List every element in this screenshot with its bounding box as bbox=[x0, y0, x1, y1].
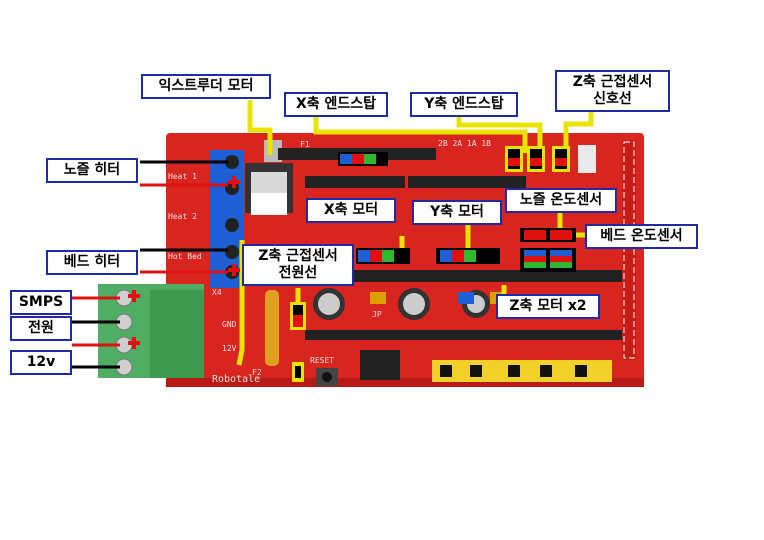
label-extruder-motor: 익스트루더 모터 bbox=[141, 74, 271, 99]
label-bed-heater: 베드 히터 bbox=[46, 250, 138, 275]
heater-terminal-block bbox=[210, 150, 244, 288]
silk-brand: Robotale bbox=[212, 374, 261, 385]
heater-wires bbox=[140, 160, 228, 274]
silk-f2: F2 bbox=[252, 368, 262, 377]
x-motor-connector bbox=[356, 248, 410, 264]
y-endstop-connector bbox=[505, 146, 545, 172]
label-x-motor: X축 모터 bbox=[306, 198, 396, 223]
label-x-endstop: X축 엔드스탑 bbox=[284, 92, 388, 117]
label-smps: SMPS bbox=[10, 290, 72, 315]
silk-12v: 12V bbox=[222, 344, 237, 353]
label-bed-temp-sensor: 베드 온도센서 bbox=[585, 224, 698, 249]
right-edge-header bbox=[622, 140, 636, 360]
z-motor-connectors bbox=[520, 248, 576, 272]
label-y-motor: Y축 모터 bbox=[412, 200, 502, 225]
power-wires bbox=[72, 296, 120, 369]
silk-reset: RESET bbox=[310, 356, 335, 365]
label-voltage: 12v bbox=[10, 350, 72, 375]
silk-hotbed: Hot Bed bbox=[168, 252, 202, 261]
fuse-f2 bbox=[265, 290, 279, 366]
silk-f1: F1 bbox=[300, 140, 310, 149]
temp-sensor-connectors bbox=[520, 228, 576, 242]
z-prox-power-connector bbox=[290, 302, 306, 330]
label-nozzle-temp-sensor: 노즐 온도센서 bbox=[505, 188, 617, 213]
silk-gnd: GND bbox=[222, 320, 237, 329]
silk-top-pins: 2B 2A 1A 1B bbox=[438, 139, 491, 148]
silk-heat1: Heat 1 bbox=[168, 172, 197, 181]
label-nozzle-heater: 노즐 히터 bbox=[46, 158, 138, 183]
z-signal-connector bbox=[552, 146, 570, 172]
silk-x4: X4 bbox=[212, 288, 222, 297]
silk-jp: JP bbox=[372, 310, 382, 319]
plus-markers bbox=[128, 176, 240, 349]
label-y-endstop: Y축 엔드스탑 bbox=[410, 92, 518, 117]
silk-heat2: Heat 2 bbox=[168, 212, 197, 221]
pcb-shadow-edge bbox=[166, 378, 644, 387]
label-power: 전원 bbox=[10, 316, 72, 341]
label-z-motor: Z축 모터 x2 bbox=[496, 294, 600, 319]
x-endstop-connector bbox=[338, 152, 388, 166]
y-motor-connector bbox=[436, 248, 500, 264]
